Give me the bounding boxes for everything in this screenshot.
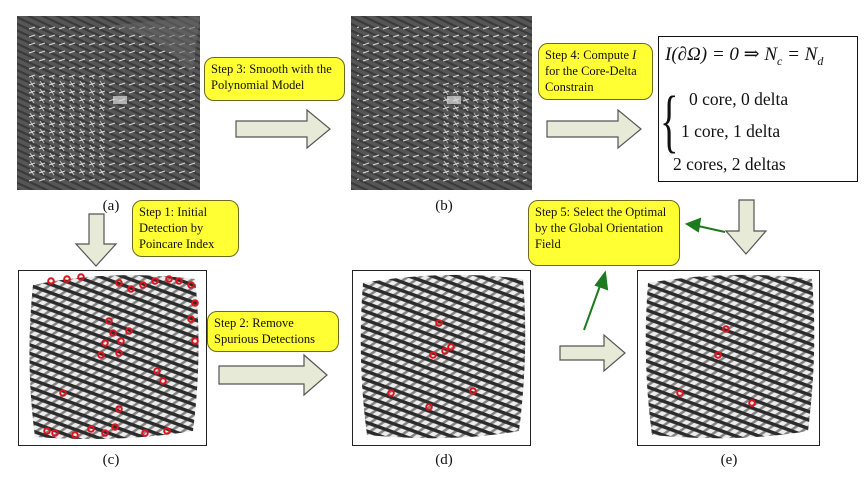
step1-callout: Step 1: Initial Detection by Poincare In… [132, 200, 239, 257]
step4-prefix: Step 4: Compute [545, 48, 630, 62]
detection-marker [127, 285, 135, 293]
step3-text: Step 3: Smooth with the Polynomial Model [211, 62, 332, 92]
block-arrow-right-icon [546, 108, 642, 150]
detection-marker [101, 429, 109, 437]
detection-marker [105, 317, 113, 325]
fingerprint-final-image-e [637, 270, 820, 446]
block-arrow-down-icon [724, 199, 768, 255]
detection-marker [141, 429, 149, 437]
fingerprint-orientation-image-b [351, 16, 532, 190]
step5-text: Step 5: Select the Optimal by the Global… [535, 205, 667, 251]
detection-marker [469, 387, 477, 395]
detection-marker [43, 427, 51, 435]
step4-variable: I [632, 48, 637, 62]
detection-marker [109, 329, 117, 337]
detection-marker [115, 405, 123, 413]
detection-marker [51, 429, 59, 437]
detection-marker [187, 281, 195, 289]
step2-callout: Step 2: Remove Spurious Detections [207, 311, 339, 352]
detection-marker [101, 339, 109, 347]
detection-marker [187, 315, 195, 323]
option-2: 2 cores, 2 deltas [673, 154, 786, 174]
caption-c: (c) [102, 452, 120, 468]
detection-marker [111, 423, 119, 431]
caption-a: (a) [102, 198, 120, 214]
detection-marker [47, 277, 55, 285]
detection-marker [117, 337, 125, 345]
option-0: 0 core, 0 delta [689, 89, 789, 109]
detection-marker [77, 273, 85, 281]
core-delta-constraint-box: I(∂Ω) = 0 ⇒ Nc = Nd { 0 core, 0 delta 1 … [658, 36, 858, 182]
detection-marker [748, 399, 756, 407]
detection-marker [676, 389, 684, 397]
detection-marker [425, 403, 433, 411]
step4-suffix: for the Core-Delta Constrain [545, 64, 637, 94]
block-arrow-right-icon [218, 353, 328, 397]
detection-marker [191, 299, 199, 307]
detection-marker [59, 389, 67, 397]
option-1: 1 core, 1 delta [681, 121, 781, 141]
detection-marker [441, 347, 449, 355]
detection-marker [151, 277, 159, 285]
step3-callout: Step 3: Smooth with the Polynomial Model [204, 57, 345, 101]
detection-marker [429, 351, 437, 359]
detection-marker [159, 377, 167, 385]
fingerprint-orientation-image-a [17, 16, 200, 190]
step5-callout: Step 5: Select the Optimal by the Global… [528, 200, 680, 266]
detection-marker [125, 327, 133, 335]
detection-marker [714, 351, 722, 359]
detection-marker [435, 319, 443, 327]
block-arrow-down-icon [74, 213, 118, 267]
detection-marker [175, 277, 183, 285]
detection-marker [87, 425, 95, 433]
block-arrow-right-icon [559, 333, 626, 373]
detection-marker [71, 431, 79, 439]
detection-marker [191, 337, 199, 345]
detection-marker [163, 427, 171, 435]
fingerprint-detections-image-c [18, 270, 207, 446]
caption-d: (d) [435, 452, 453, 468]
step2-text: Step 2: Remove Spurious Detections [214, 316, 316, 346]
detection-marker [387, 389, 395, 397]
detection-marker [139, 281, 147, 289]
constraint-equation: I(∂Ω) = 0 ⇒ Nc = Nd [665, 44, 824, 68]
block-arrow-right-icon [235, 108, 331, 150]
green-arrow-icon [583, 270, 609, 331]
detection-marker [153, 367, 161, 375]
detection-marker [115, 279, 123, 287]
fingerprint-detections-image-d [352, 270, 531, 446]
brace-icon: { [660, 83, 679, 160]
step4-callout: Step 4: Compute I for the Core-Delta Con… [538, 43, 653, 100]
detection-marker [165, 275, 173, 283]
caption-e: (e) [720, 452, 738, 468]
step1-text: Step 1: Initial Detection by Poincare In… [139, 205, 215, 251]
detection-marker [97, 351, 105, 359]
detection-marker [115, 349, 123, 357]
detection-marker [722, 325, 730, 333]
detection-marker [447, 343, 455, 351]
detection-marker [63, 275, 71, 283]
green-arrow-icon [684, 217, 726, 233]
caption-b: (b) [435, 198, 453, 214]
